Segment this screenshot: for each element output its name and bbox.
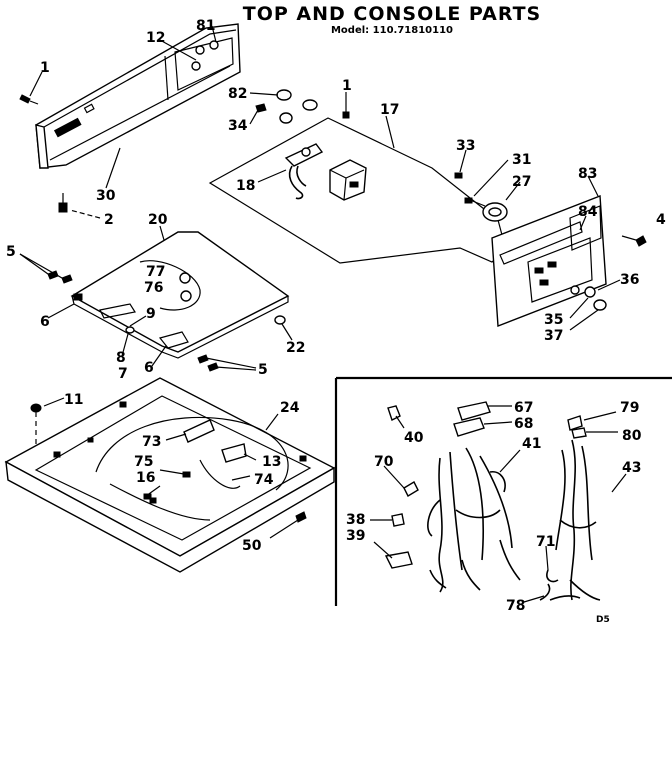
- wire-harness-43: [549, 415, 601, 601]
- callout-27: 27: [512, 174, 531, 190]
- callout-36: 36: [620, 272, 639, 288]
- callout-4: 4: [656, 212, 666, 228]
- leader-lines: [19, 25, 627, 603]
- callout-11: 11: [64, 392, 83, 408]
- callout-22: 22: [286, 340, 305, 356]
- callout-13: 13: [262, 454, 281, 470]
- diagram-code: D5: [596, 615, 610, 625]
- callout-75: 75: [134, 454, 153, 470]
- callout-81: 81: [196, 18, 215, 34]
- callout-2: 2: [104, 212, 114, 228]
- main-top-20: [70, 231, 290, 359]
- callout-68: 68: [514, 416, 533, 432]
- callout-38: 38: [346, 512, 365, 528]
- screw-1-left: [19, 94, 39, 105]
- callout-8: 8: [116, 350, 126, 366]
- callout-70: 70: [374, 454, 394, 470]
- callout-1: 1: [40, 60, 50, 76]
- screw-2: [58, 193, 68, 213]
- diagram-title: TOP AND CONSOLE PARTS: [243, 3, 542, 25]
- callout-12: 12: [146, 30, 165, 46]
- callout-78: 78: [506, 598, 525, 614]
- callout-6-right: 6: [144, 360, 154, 376]
- hinge-screws-5: [47, 270, 219, 372]
- timer-motor-18: [284, 143, 324, 200]
- callout-77: 77: [146, 264, 165, 280]
- callout-83: 83: [578, 166, 597, 182]
- wire-harness-41: [427, 447, 521, 593]
- bumper-22: [274, 315, 286, 325]
- parts-70-38-39-71-78: [384, 481, 559, 601]
- callout-82: 82: [228, 86, 247, 102]
- callout-50: 50: [242, 538, 262, 554]
- callout-37: 37: [544, 328, 563, 344]
- callout-39: 39: [346, 528, 365, 544]
- selector-knob-27: [469, 199, 508, 222]
- callout-76: 76: [144, 280, 163, 296]
- callout-17: 17: [380, 102, 399, 118]
- callout-34: 34: [228, 118, 248, 134]
- callout-31: 31: [512, 152, 531, 168]
- callout-71: 71: [536, 534, 555, 550]
- console-backsplash: [35, 23, 241, 169]
- callout-43: 43: [622, 460, 641, 476]
- model-number: Model: 110.71810110: [331, 25, 453, 36]
- callout-80: 80: [622, 428, 642, 444]
- screw-11: [30, 403, 42, 470]
- callout-41: 41: [522, 436, 541, 452]
- callout-40: 40: [404, 430, 424, 446]
- callout-labels: 1 12 81 82 1 17 34 18 30 2 33 31 27 83 8…: [6, 18, 666, 625]
- callout-16: 16: [136, 470, 155, 486]
- callout-5-left: 5: [6, 244, 16, 260]
- callout-7: 7: [118, 366, 128, 382]
- callout-84: 84: [578, 204, 598, 220]
- callout-74: 74: [254, 472, 274, 488]
- callout-20: 20: [148, 212, 168, 228]
- callout-33: 33: [456, 138, 475, 154]
- callout-67: 67: [514, 400, 533, 416]
- screw-33-31: [454, 172, 473, 204]
- wiring-inset-frame: [334, 376, 672, 606]
- parts-35-36-37: [570, 285, 607, 311]
- knob-82-34: [255, 89, 350, 124]
- control-switch-17: [329, 159, 367, 201]
- callout-1-upper: 1: [342, 78, 352, 94]
- callout-9: 9: [146, 306, 156, 322]
- callout-79: 79: [620, 400, 639, 416]
- callout-5-right: 5: [258, 362, 268, 378]
- screw-4: [621, 235, 647, 247]
- callout-30: 30: [96, 188, 116, 204]
- callout-35: 35: [544, 312, 563, 328]
- callout-73: 73: [142, 434, 161, 450]
- callout-18: 18: [236, 178, 255, 194]
- callout-6-left: 6: [40, 314, 50, 330]
- callout-24: 24: [280, 400, 300, 416]
